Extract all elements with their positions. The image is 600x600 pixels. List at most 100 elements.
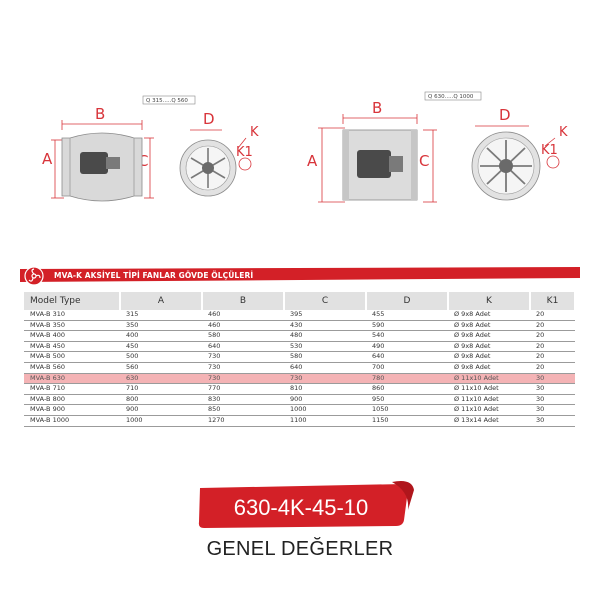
cell-a: 710 [120, 383, 202, 395]
dim-letter-c: C [138, 152, 148, 170]
cell-k: Ø 11x10 Adet [448, 404, 530, 416]
cell-k1: 30 [530, 394, 575, 406]
cell-b: 460 [202, 310, 284, 321]
cell-b: 460 [202, 320, 284, 332]
table-header-row: Model Type A B C D K K1 [24, 292, 576, 310]
cell-d: 1150 [366, 415, 448, 427]
cell-d: 700 [366, 362, 448, 374]
model-code: 630-4K-45-10 [233, 495, 369, 520]
range-label-small: Q 315.....Q 560 [146, 98, 188, 104]
cell-b: 730 [202, 351, 284, 363]
cell-c: 530 [284, 341, 366, 353]
cell-k: Ø 9x8 Adet [448, 341, 530, 353]
table-title: MVA-K AKSİYEL TİPİ FANLAR GÖVDE ÖLÇÜLERİ [54, 271, 254, 280]
cell-d: 590 [366, 320, 448, 332]
cell-k1: 30 [530, 373, 575, 385]
dim-letter-b: B [372, 99, 382, 117]
cell-model: MVA-B 310 [24, 310, 120, 321]
cell-k: Ø 13x14 Adet [448, 415, 530, 427]
dim-letter-c: C [419, 152, 429, 170]
header-model-type: Model Type [24, 292, 121, 310]
cell-model: MVA-B 400 [24, 330, 120, 342]
dim-letter-k: K [559, 125, 568, 140]
dim-letter-a: A [307, 152, 318, 170]
cell-a: 450 [120, 341, 202, 353]
dim-letter-a: A [42, 150, 53, 168]
cell-model: MVA-B 900 [24, 404, 120, 416]
cell-k1: 20 [530, 310, 575, 321]
header-c: C [284, 292, 367, 310]
cell-b: 770 [202, 383, 284, 395]
cell-b: 830 [202, 394, 284, 406]
cell-d: 490 [366, 341, 448, 353]
dim-letter-d: D [203, 110, 215, 128]
header-b: B [202, 292, 285, 310]
cell-k1: 20 [530, 351, 575, 363]
cell-k1: 20 [530, 341, 575, 353]
table-banner [20, 266, 580, 286]
cell-c: 640 [284, 362, 366, 374]
fan-diagram-small: Q 315.....Q 560 B A C D K K1 [42, 95, 259, 202]
cell-k: Ø 11x10 Adet [448, 383, 530, 395]
range-label-large: Q 630.....Q 1000 [428, 94, 474, 100]
cell-model: MVA-B 450 [24, 341, 120, 353]
cell-c: 395 [284, 310, 366, 321]
cell-d: 950 [366, 394, 448, 406]
cell-c: 900 [284, 394, 366, 406]
header-a: A [120, 292, 203, 310]
cell-b: 640 [202, 341, 284, 353]
fan-logo-icon [28, 268, 41, 282]
cell-model: MVA-B 500 [24, 351, 120, 363]
cell-k1: 20 [530, 330, 575, 342]
header-d: D [366, 292, 449, 310]
cell-c: 480 [284, 330, 366, 342]
cell-model: MVA-B 710 [24, 383, 120, 395]
cell-d: 640 [366, 351, 448, 363]
cell-k: Ø 9x8 Adet [448, 362, 530, 374]
cell-d: 780 [366, 373, 448, 385]
cell-d: 540 [366, 330, 448, 342]
cell-d: 860 [366, 383, 448, 395]
cell-a: 350 [120, 320, 202, 332]
cell-a: 800 [120, 394, 202, 406]
cell-b: 580 [202, 330, 284, 342]
cell-c: 430 [284, 320, 366, 332]
cell-b: 850 [202, 404, 284, 416]
cell-k: Ø 9x8 Adet [448, 351, 530, 363]
cell-a: 1000 [120, 415, 202, 427]
fan-diagram-large: Q 630.....Q 1000 B A C D K K1 [307, 91, 568, 203]
cell-k1: 30 [530, 415, 575, 427]
cell-b: 730 [202, 362, 284, 374]
dim-letter-k1: K1 [541, 143, 558, 158]
cell-c: 1000 [284, 404, 366, 416]
general-values-caption: GENEL DEĞERLER [206, 538, 394, 560]
cell-b: 730 [202, 373, 284, 385]
dim-letter-k: K [250, 125, 259, 140]
cell-k: Ø 9x8 Adet [448, 330, 530, 342]
cell-a: 630 [120, 373, 202, 385]
dim-letter-k1: K1 [236, 145, 253, 160]
cell-model: MVA-B 1000 [24, 415, 120, 427]
cell-c: 810 [284, 383, 366, 395]
cell-model: MVA-B 350 [24, 320, 120, 332]
dim-letter-d: D [499, 106, 511, 124]
cell-k1: 20 [530, 362, 575, 374]
cell-d: 455 [366, 310, 448, 321]
cell-c: 580 [284, 351, 366, 363]
cell-d: 1050 [366, 404, 448, 416]
cell-k: Ø 11x10 Adet [448, 394, 530, 406]
cell-a: 560 [120, 362, 202, 374]
header-k1: K1 [530, 292, 576, 310]
cell-k: Ø 9x8 Adet [448, 320, 530, 332]
header-k: K [448, 292, 531, 310]
